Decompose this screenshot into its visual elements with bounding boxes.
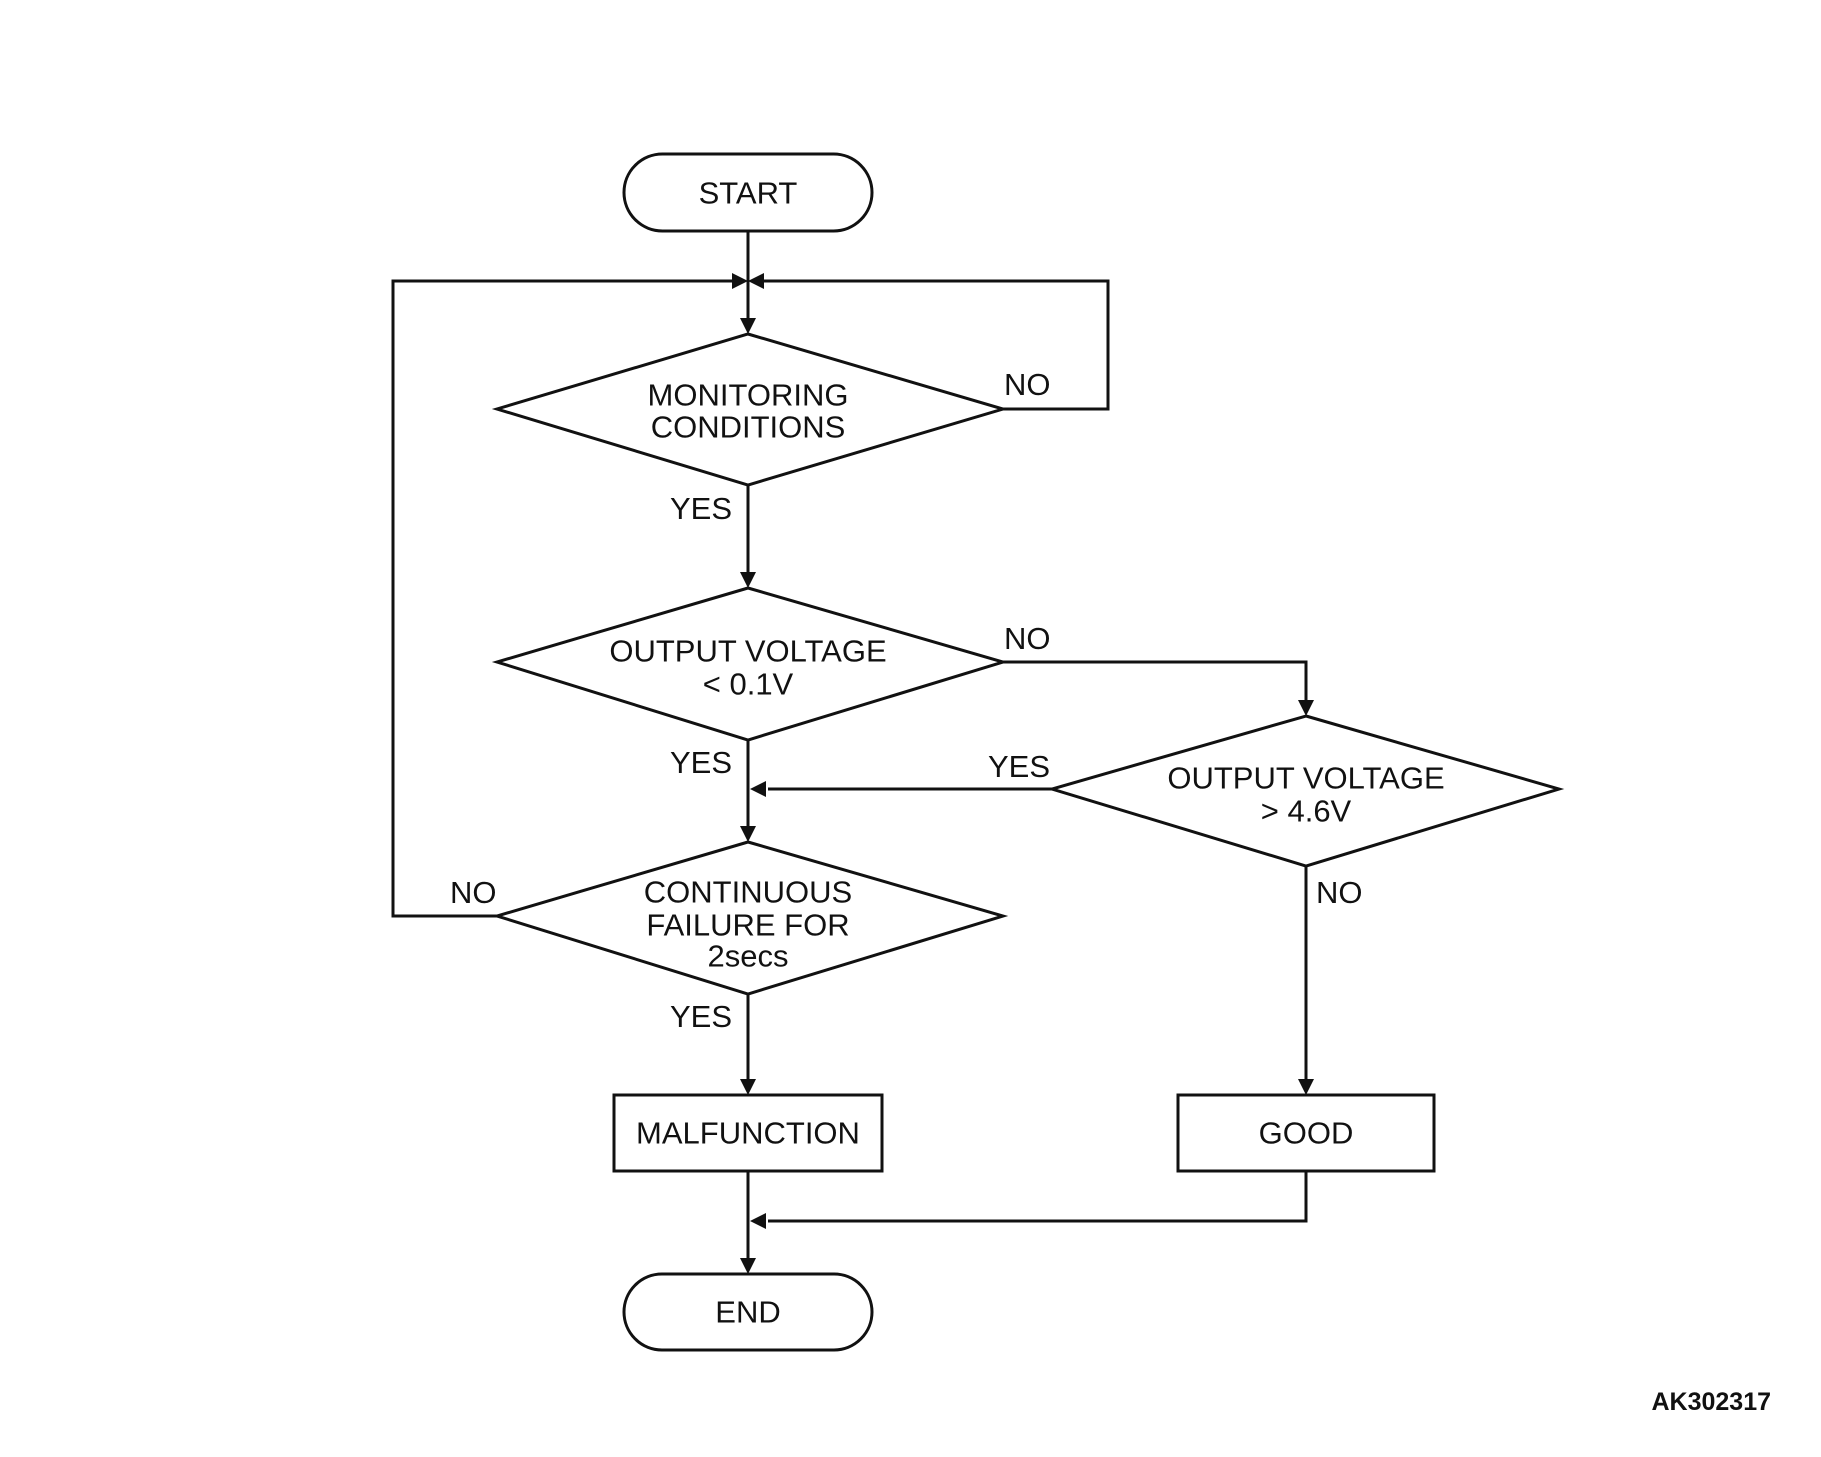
decision-high-voltage: OUTPUT VOLTAGE > 4.6V xyxy=(1046,714,1565,868)
arrowhead-down xyxy=(1298,700,1314,716)
high-voltage-line-2: > 4.6V xyxy=(1261,794,1352,829)
arrowhead-left xyxy=(750,1213,766,1229)
arrowhead-left xyxy=(750,781,766,797)
arrowhead-right xyxy=(732,273,748,289)
branch-label-no: NO xyxy=(1004,367,1051,402)
branch-label-yes: YES xyxy=(670,999,732,1034)
figure-id: AK302317 xyxy=(1651,1388,1771,1416)
connector-failure-no-loop xyxy=(391,279,738,918)
failure-line-3: 2secs xyxy=(708,939,789,974)
high-voltage-line-1: OUTPUT VOLTAGE xyxy=(1167,761,1444,796)
arrowhead-down xyxy=(740,572,756,588)
decision-continuous-failure: CONTINUOUS FAILURE FOR 2secs xyxy=(491,840,1009,996)
monitoring-line-2: CONDITIONS xyxy=(651,410,846,445)
malfunction-label: MALFUNCTION xyxy=(636,1116,860,1151)
branch-label-no: NO xyxy=(1004,621,1051,656)
end-label: END xyxy=(715,1295,780,1330)
end-terminal: END xyxy=(622,1272,874,1352)
decision-monitoring-conditions: MONITORING CONDITIONS xyxy=(491,332,1009,487)
branch-labels: NO YES NO YES YES NO NO YES xyxy=(450,367,1363,1034)
connector-good-to-end xyxy=(768,1171,1308,1223)
arrowhead-down xyxy=(740,318,756,334)
arrowhead-left xyxy=(748,273,764,289)
process-good: GOOD xyxy=(1176,1093,1436,1173)
arrowhead-down xyxy=(740,1079,756,1095)
arrowhead-down xyxy=(1298,1079,1314,1095)
start-terminal: START xyxy=(622,152,874,233)
branch-label-yes: YES xyxy=(988,749,1050,784)
arrowhead-down xyxy=(740,1258,756,1274)
branch-label-yes: YES xyxy=(670,491,732,526)
failure-line-2: FAILURE FOR xyxy=(646,908,849,943)
process-malfunction: MALFUNCTION xyxy=(612,1093,884,1173)
branch-label-no: NO xyxy=(1316,875,1363,910)
start-label: START xyxy=(699,176,798,211)
connectors xyxy=(391,231,1308,1262)
arrowheads xyxy=(732,273,1314,1274)
branch-label-no: NO xyxy=(450,875,497,910)
connector-monitoring-no-loop xyxy=(758,279,1110,411)
branch-label-yes: YES xyxy=(670,745,732,780)
decision-low-voltage: OUTPUT VOLTAGE < 0.1V xyxy=(491,586,1009,742)
low-voltage-line-1: OUTPUT VOLTAGE xyxy=(609,634,886,669)
low-voltage-line-2: < 0.1V xyxy=(703,667,794,702)
monitoring-line-1: MONITORING xyxy=(648,378,849,413)
failure-line-1: CONTINUOUS xyxy=(644,875,852,910)
arrowhead-down xyxy=(740,826,756,842)
connector-low-voltage-no xyxy=(1003,660,1308,704)
good-label: GOOD xyxy=(1259,1116,1354,1151)
